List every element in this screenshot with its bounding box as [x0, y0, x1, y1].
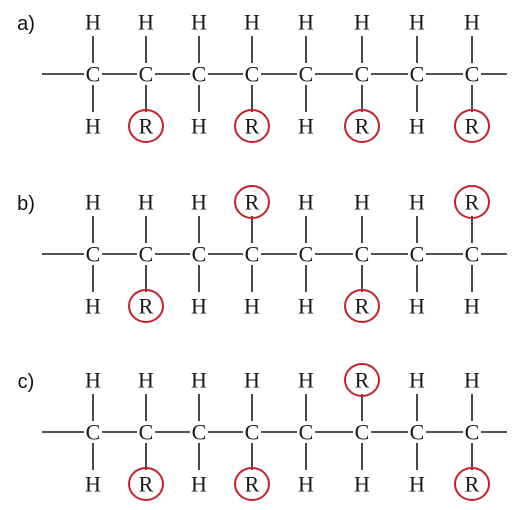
carbon-atom: C	[86, 242, 101, 267]
r-group-highlight-circle	[128, 109, 164, 143]
hydrogen-atom: H	[409, 294, 425, 319]
hydrogen-atom: H	[138, 190, 154, 215]
hydrogen-atom: H	[409, 472, 425, 497]
hydrogen-atom: H	[298, 368, 314, 393]
carbon-atom: C	[299, 62, 314, 87]
hydrogen-atom: H	[85, 10, 101, 35]
carbon-atom: C	[465, 242, 480, 267]
hydrogen-atom: H	[85, 368, 101, 393]
hydrogen-atom: H	[85, 472, 101, 497]
r-group: R	[465, 190, 480, 215]
panel-label: b)	[17, 193, 35, 215]
r-group-highlight-circle	[234, 185, 270, 219]
hydrogen-atom: H	[298, 114, 314, 139]
panel-label: a)	[17, 13, 35, 35]
carbon-atom: C	[355, 420, 370, 445]
carbon-atom: C	[192, 420, 207, 445]
r-group-highlight-circle	[234, 467, 270, 501]
hydrogen-atom: H	[409, 368, 425, 393]
carbon-atom: C	[299, 420, 314, 445]
carbon-atom: C	[192, 242, 207, 267]
r-group: R	[245, 190, 260, 215]
hydrogen-atom: H	[244, 294, 260, 319]
hydrogen-atom: H	[85, 294, 101, 319]
carbon-atom: C	[139, 242, 154, 267]
r-group-highlight-circle	[454, 185, 490, 219]
r-group: R	[355, 368, 370, 393]
hydrogen-atom: H	[298, 472, 314, 497]
hydrogen-atom: H	[138, 368, 154, 393]
r-group-highlight-circle	[128, 467, 164, 501]
chain-panel-a: a) C H H C H R C H H C H R C H H C H R C H H C H R	[17, 10, 507, 143]
r-group: R	[139, 114, 154, 139]
r-group: R	[139, 472, 154, 497]
r-group-highlight-circle	[344, 109, 380, 143]
carbon-atom: C	[139, 62, 154, 87]
carbon-atom: C	[86, 62, 101, 87]
hydrogen-atom: H	[409, 190, 425, 215]
carbon-atom: C	[299, 242, 314, 267]
carbon-atom: C	[465, 62, 480, 87]
hydrogen-atom: H	[138, 10, 154, 35]
hydrogen-atom: H	[191, 472, 207, 497]
hydrogen-atom: H	[464, 294, 480, 319]
hydrogen-atom: H	[464, 368, 480, 393]
carbon-atom: C	[245, 420, 260, 445]
r-group: R	[139, 294, 154, 319]
carbon-atom: C	[245, 62, 260, 87]
hydrogen-atom: H	[191, 368, 207, 393]
hydrogen-atom: H	[191, 10, 207, 35]
r-group: R	[245, 114, 260, 139]
r-group: R	[245, 472, 260, 497]
r-group-highlight-circle	[234, 109, 270, 143]
hydrogen-atom: H	[409, 10, 425, 35]
r-group-highlight-circle	[454, 467, 490, 501]
carbon-atom: C	[245, 242, 260, 267]
r-group-highlight-circle	[344, 363, 380, 397]
hydrogen-atom: H	[354, 472, 370, 497]
hydrogen-atom: H	[298, 294, 314, 319]
hydrogen-atom: H	[244, 10, 260, 35]
r-group: R	[465, 472, 480, 497]
r-group-highlight-circle	[454, 109, 490, 143]
hydrogen-atom: H	[354, 190, 370, 215]
panel-label: c)	[18, 371, 35, 393]
carbon-atom: C	[139, 420, 154, 445]
carbon-atom: C	[86, 420, 101, 445]
r-group: R	[465, 114, 480, 139]
hydrogen-atom: H	[464, 10, 480, 35]
hydrogen-atom: H	[191, 190, 207, 215]
hydrogen-atom: H	[244, 368, 260, 393]
carbon-atom: C	[355, 242, 370, 267]
carbon-atom: C	[192, 62, 207, 87]
hydrogen-atom: H	[191, 294, 207, 319]
hydrogen-atom: H	[298, 190, 314, 215]
carbon-atom: C	[410, 242, 425, 267]
hydrogen-atom: H	[85, 114, 101, 139]
chain-panel-c: c) C H H C H R C H H C H R C H H C R H C H H C H R	[18, 363, 507, 501]
carbon-atom: C	[410, 62, 425, 87]
hydrogen-atom: H	[298, 10, 314, 35]
hydrogen-atom: H	[409, 114, 425, 139]
carbon-atom: C	[355, 62, 370, 87]
r-group: R	[355, 294, 370, 319]
hydrogen-atom: H	[85, 190, 101, 215]
r-group-highlight-circle	[128, 289, 164, 323]
r-group: R	[355, 114, 370, 139]
hydrogen-atom: H	[354, 10, 370, 35]
carbon-atom: C	[465, 420, 480, 445]
r-group-highlight-circle	[344, 289, 380, 323]
chain-panel-b: b) C H H C H R C H H C R H C H H C H R C H H C R H	[17, 185, 507, 323]
hydrogen-atom: H	[191, 114, 207, 139]
carbon-atom: C	[410, 420, 425, 445]
